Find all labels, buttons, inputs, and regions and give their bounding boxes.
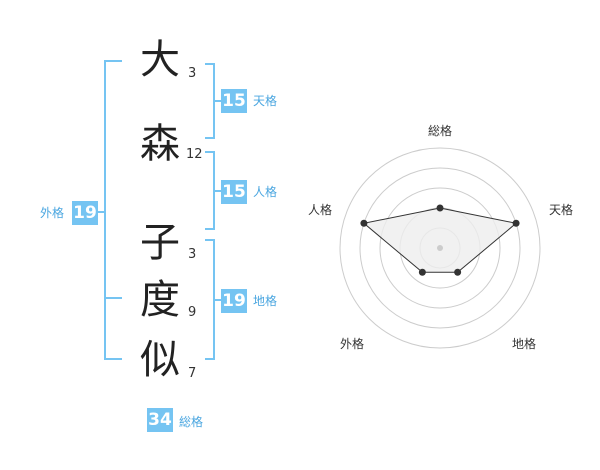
radar-label-chikaku: 地格 [511,337,536,351]
radar-label-soukaku: 総格 [427,124,452,138]
radar-points [360,204,520,276]
radar-label-gaikaku: 外格 [339,337,364,351]
strokes-5: 7 [188,366,197,381]
radar-point-2 [512,219,520,227]
radar-polygon [362,207,518,273]
char-4: 度 [140,277,180,323]
soukaku-value: 34 [147,408,173,432]
jinkaku-bracket-tick [215,190,221,192]
radar-ring-3 [379,187,501,309]
chikaku-label: 地格 [253,294,278,308]
tenkaku-bracket [205,63,215,139]
radar-label-jinkaku: 人格 [307,203,332,217]
soukaku-label: 総格 [179,415,204,429]
tenkaku-label: 天格 [253,94,278,108]
jinkaku-bracket [205,151,215,230]
tenkaku-value: 15 [221,89,247,113]
radar-point-3 [454,268,462,276]
char-2: 森 [140,121,180,167]
radar-label-tenkaku: 天格 [548,203,573,217]
radar-center-dot [437,245,443,251]
radar-point-1 [436,204,444,212]
radar-point-4 [418,268,426,276]
radar-chart [339,147,541,349]
chikaku-bracket-tick [215,299,221,301]
gaikaku-bracket [104,60,122,360]
strokes-4: 9 [188,305,197,320]
chikaku-bracket [205,239,215,360]
gaikaku-bracket-tick [98,211,104,213]
gaikaku-label: 外格 [40,206,65,220]
tenkaku-bracket-tick [215,100,221,102]
char-5: 似 [140,337,180,383]
char-3: 子 [140,220,180,266]
jinkaku-value: 15 [221,180,247,204]
strokes-1: 3 [188,66,197,81]
gaikaku-bracket-mid-tick [106,297,122,299]
char-1: 大 [140,37,180,83]
strokes-3: 3 [188,247,197,262]
strokes-2: 12 [186,147,203,162]
gaikaku-value: 19 [72,201,98,225]
jinkaku-label: 人格 [253,185,278,199]
radar-point-5 [360,219,368,227]
radar-ring-5 [339,147,541,349]
radar-ring-4 [359,167,521,329]
chikaku-value: 19 [221,289,247,313]
